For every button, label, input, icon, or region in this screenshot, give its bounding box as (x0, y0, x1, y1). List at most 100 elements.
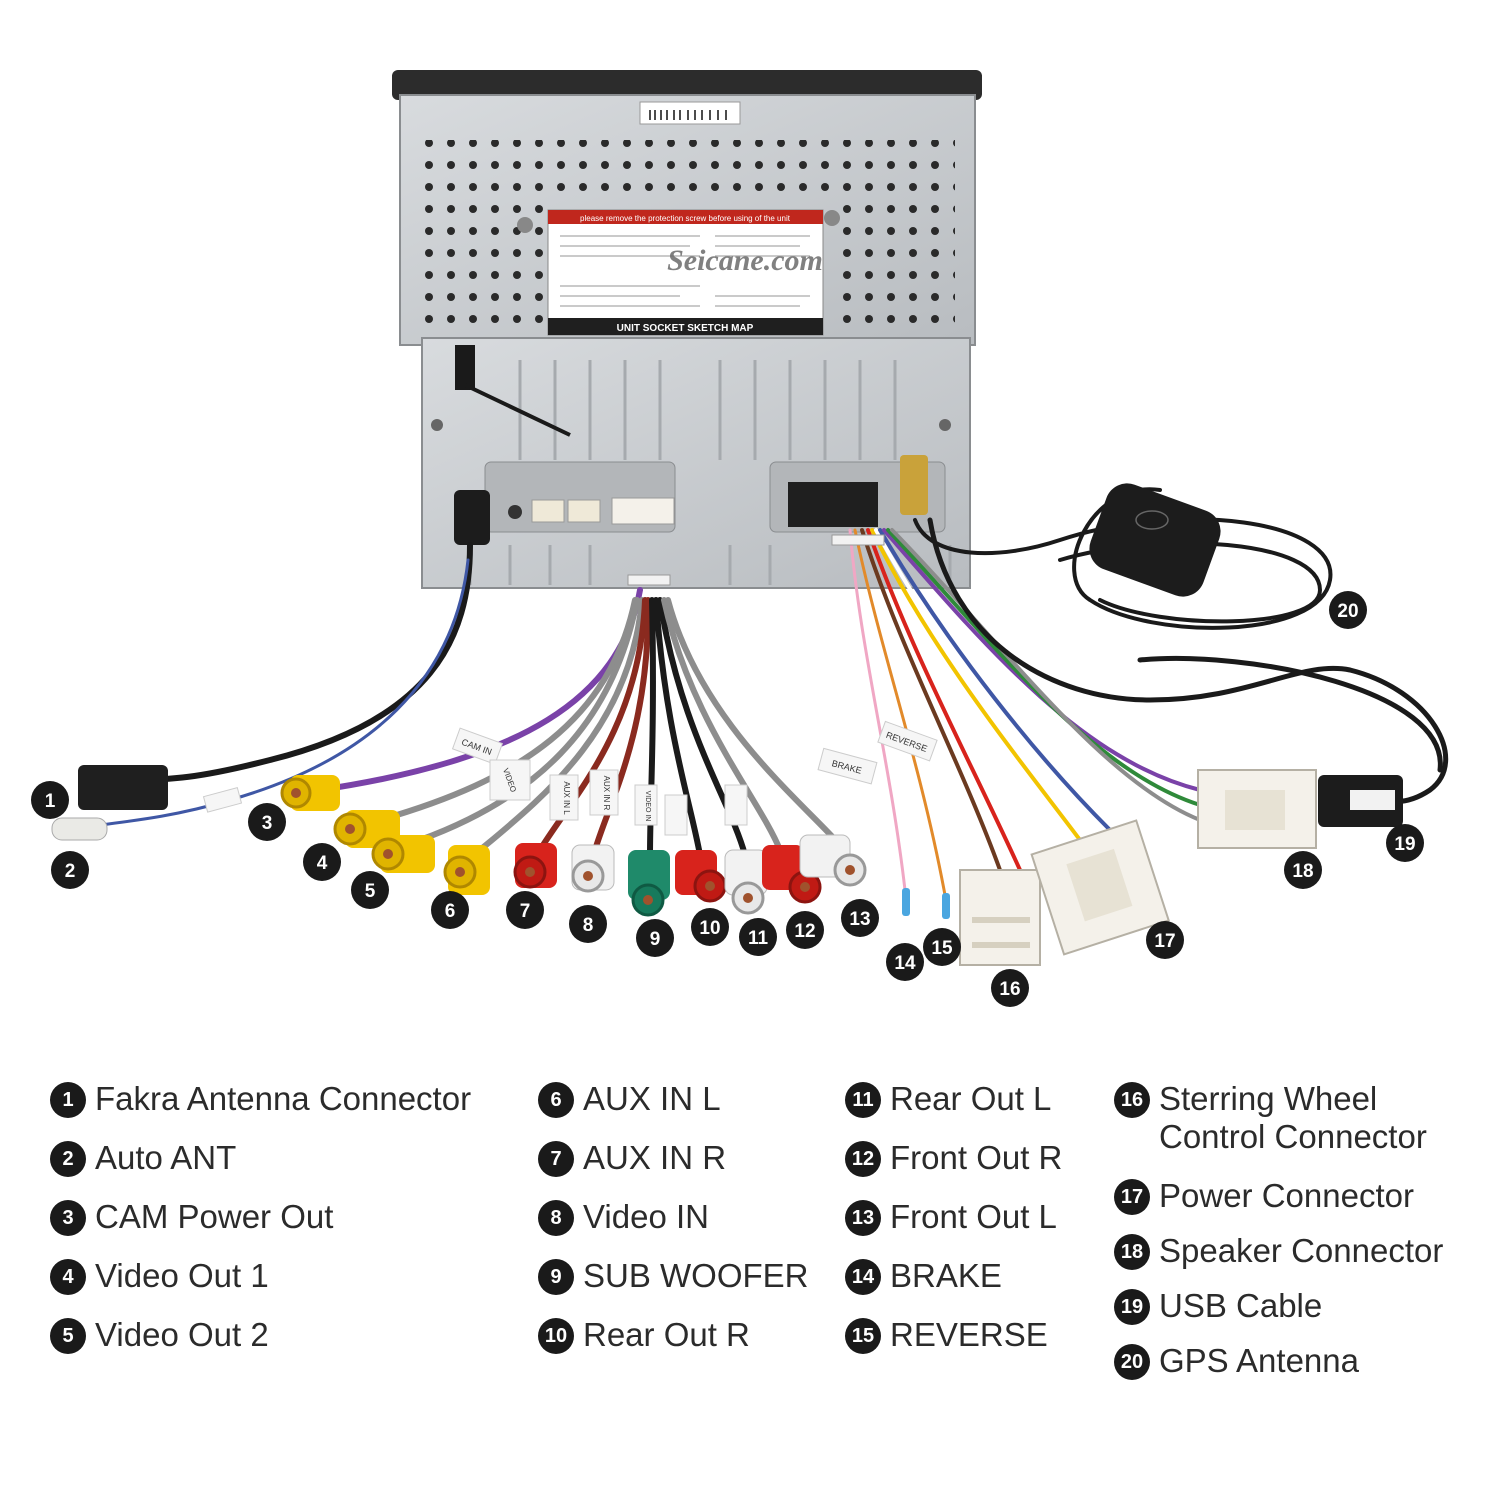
legend-number: 2 (50, 1141, 86, 1177)
callout-14: 14 (886, 943, 924, 981)
gps-sma-connector (900, 455, 928, 515)
svg-text:9: 9 (650, 929, 661, 950)
rca-plug-13 (799, 834, 867, 887)
wire-tag-plain-c (202, 787, 243, 813)
callout-18: 18 (1284, 851, 1322, 889)
wire-tag-cam (451, 727, 504, 765)
svg-text:19: 19 (1394, 834, 1415, 855)
callout-13: 13 (841, 899, 879, 937)
socket-map-title: UNIT SOCKET SKETCH MAP (617, 323, 754, 334)
callout-2: 2 (51, 851, 89, 889)
legend-label: CAM Power Out (95, 1198, 334, 1235)
legend-number: 12 (845, 1141, 881, 1177)
legend-label: Video Out 1 (95, 1257, 269, 1294)
legend-label: AUX IN R (583, 1139, 727, 1176)
legend-number: 5 (50, 1318, 86, 1354)
legend-label: Video Out 2 (95, 1316, 269, 1353)
socket-map-text-lines (560, 235, 810, 307)
svg-text:12: 12 (794, 921, 815, 942)
wire-aux-r (537, 597, 648, 853)
legend-label: Power Connector (1159, 1177, 1414, 1214)
legend-number: 18 (1114, 1234, 1150, 1270)
usb-cable (927, 517, 1449, 805)
socket-map-warning: please remove the protection screw befor… (580, 214, 791, 223)
legend-label: GPS Antenna (1159, 1342, 1359, 1379)
rca-plug-12 (762, 845, 822, 904)
screw-top-left (517, 217, 533, 233)
legend-number: 1 (50, 1082, 86, 1118)
rca-plug-7 (513, 843, 557, 889)
callout-11: 11 (739, 918, 777, 956)
legend-label: Speaker Connector (1159, 1232, 1444, 1269)
cable-bundle (98, 487, 1449, 897)
legend-label: Auto ANT (95, 1139, 237, 1176)
rca-harness-plug (611, 497, 675, 525)
svg-text:14: 14 (894, 953, 916, 974)
callout-6: 6 (431, 891, 469, 929)
power-bundle-tie (831, 534, 885, 546)
iso-harness-plug (788, 482, 878, 527)
legend-number: 11 (845, 1082, 881, 1118)
legend-number: 16 (1114, 1082, 1150, 1118)
mic-jack (508, 505, 522, 519)
legend-label: BRAKE (890, 1257, 1002, 1294)
wire-speaker-c (890, 528, 1202, 822)
svg-text:5: 5 (365, 881, 376, 902)
callout-8: 8 (569, 905, 607, 943)
auto-ant-connector (51, 817, 108, 841)
wire-tag-reverse (877, 720, 938, 762)
legend-label: Sterring Wheel Control Connector (1159, 1080, 1427, 1155)
legend-label: Video IN (583, 1198, 709, 1235)
legend-number: 9 (538, 1259, 574, 1295)
wire-aux-l (477, 597, 645, 853)
wire-tag-aux-l-label: AUX IN L (562, 781, 571, 815)
swc-connector (959, 869, 1041, 966)
callout-4: 4 (303, 843, 341, 881)
head-unit: please remove the protection screw befor… (392, 70, 982, 589)
callout-9: 9 (636, 919, 674, 957)
wire-tag-aux-l (549, 774, 579, 821)
brand-watermark: Seicane.com (667, 244, 823, 277)
legend-number: 10 (538, 1318, 574, 1354)
brake-terminal (902, 888, 910, 916)
svg-text:17: 17 (1154, 931, 1175, 952)
wire-brake (848, 528, 907, 892)
legend-label: SUB WOOFER (583, 1257, 809, 1294)
rear-screw-right (939, 419, 951, 431)
aux-connector-a (531, 499, 565, 523)
vent-holes-right (830, 140, 955, 330)
wire-reverse (853, 528, 947, 897)
callout-16: 16 (991, 969, 1029, 1007)
wire-power-c (878, 528, 1112, 832)
legend-number: 15 (845, 1318, 881, 1354)
rca-plug-11 (724, 849, 768, 915)
wire-power-b (874, 528, 1097, 837)
svg-text:8: 8 (583, 915, 594, 936)
legend-number: 14 (845, 1259, 881, 1295)
wire-video-in (592, 597, 652, 853)
connectors (51, 483, 1403, 966)
legend-label: Rear Out L (890, 1080, 1052, 1117)
vent-holes-left (425, 140, 550, 330)
callout-3: 3 (248, 803, 286, 841)
callout-17: 17 (1146, 921, 1184, 959)
rear-screw-left (431, 419, 443, 431)
wire-tag-brake (817, 747, 878, 785)
fakra-socket (454, 490, 490, 545)
socket-map-sticker (547, 209, 824, 336)
wire-power-a (870, 528, 1082, 842)
front-bezel-top (392, 70, 982, 100)
